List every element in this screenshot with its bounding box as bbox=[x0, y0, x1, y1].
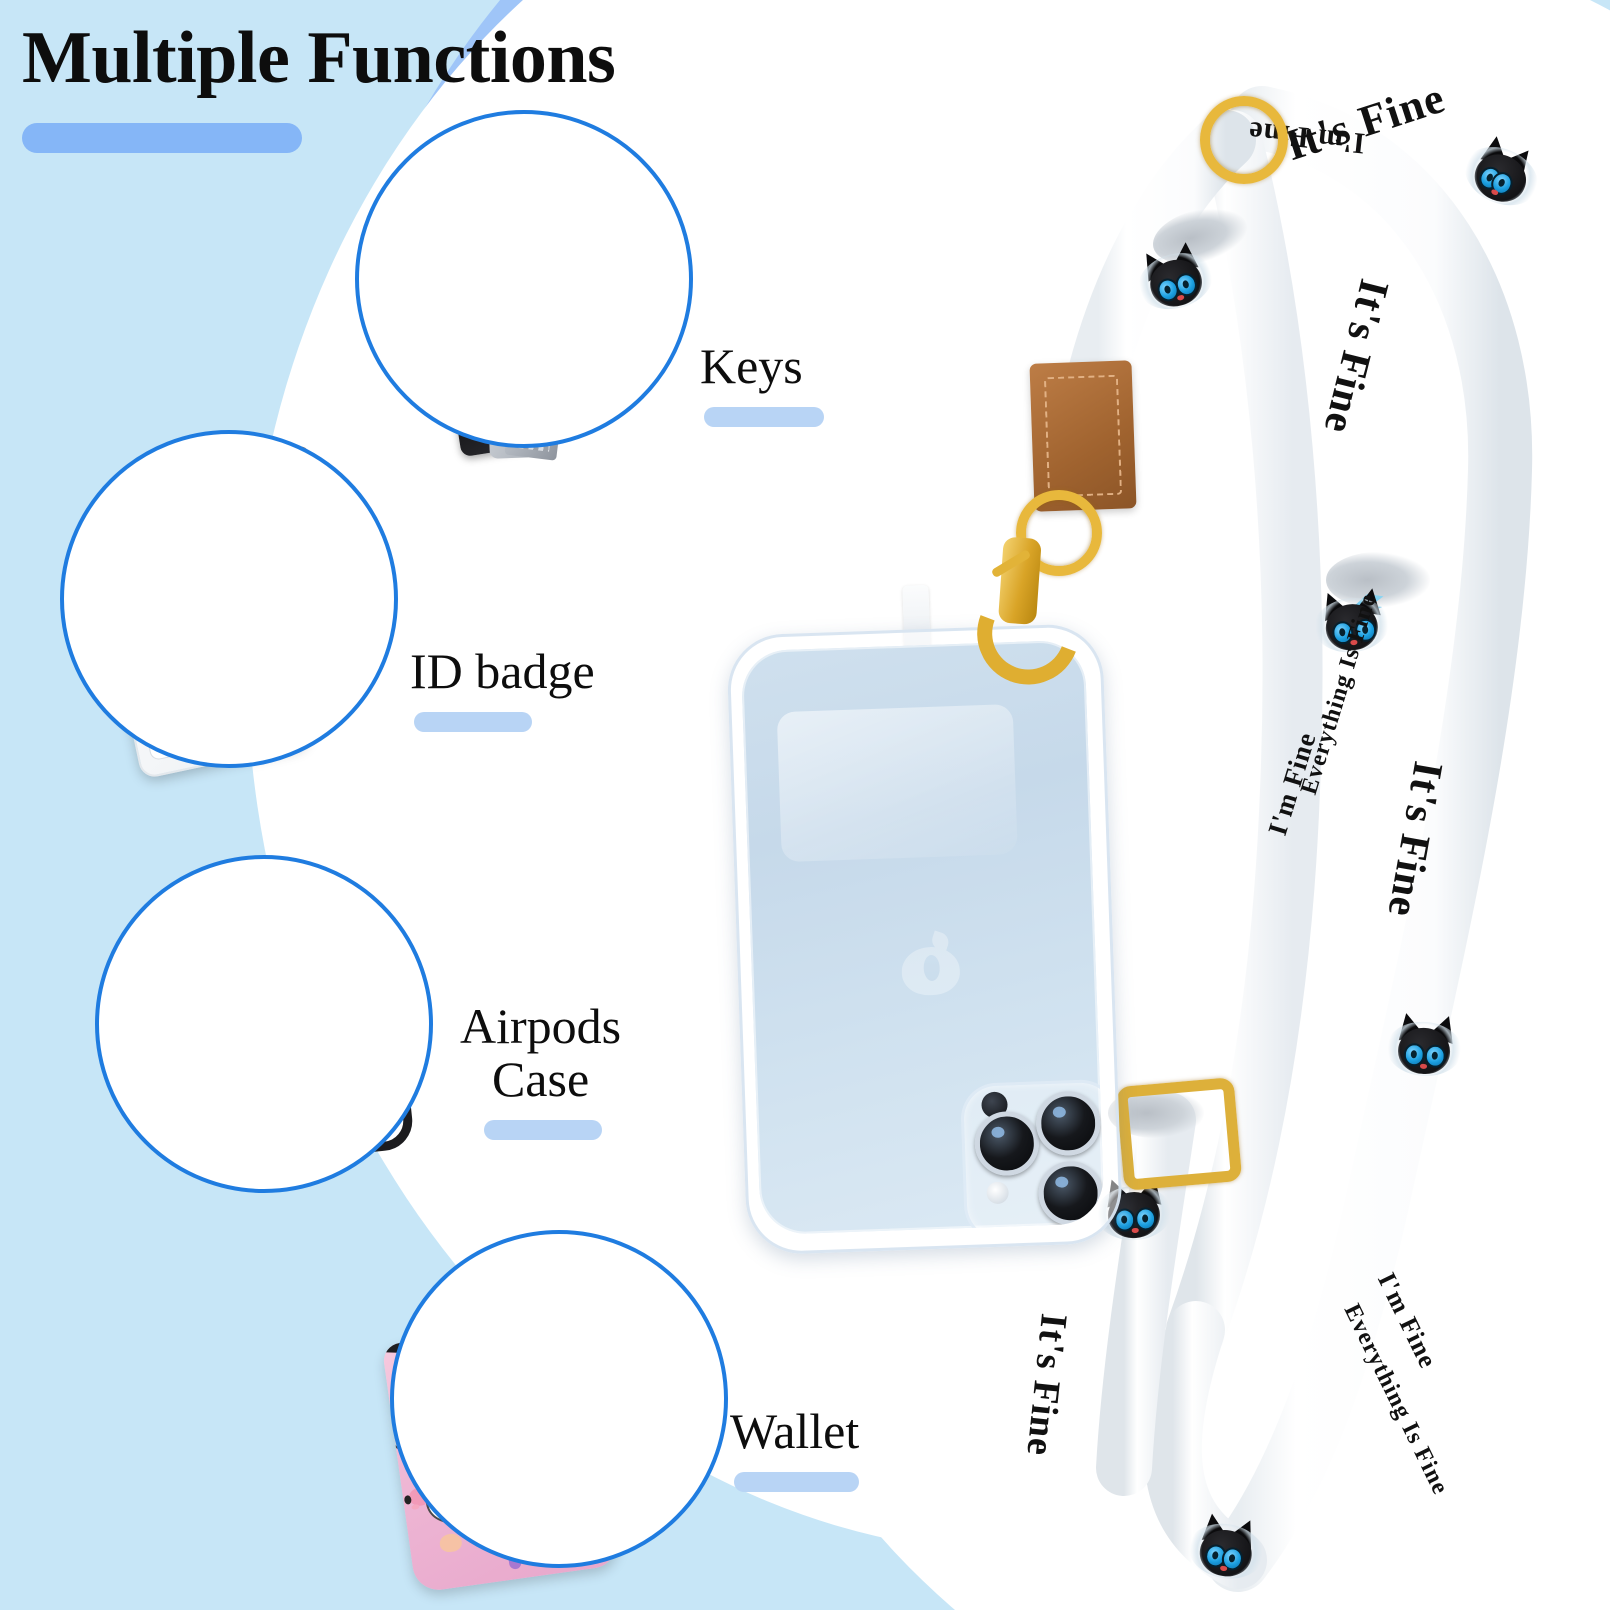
feature-label-keys: Keys bbox=[700, 340, 824, 427]
strap-gold-ring bbox=[1016, 490, 1102, 576]
camera-lens-icon bbox=[1037, 1160, 1104, 1227]
feature-label-id-badge-text: ID badge bbox=[410, 643, 595, 699]
feature-label-wallet-text: Wallet bbox=[730, 1403, 860, 1459]
feature-label-keys-underline bbox=[704, 407, 824, 427]
phone-body bbox=[740, 639, 1105, 1236]
main-lobster-clasp-icon bbox=[960, 517, 1096, 701]
cat-motif-icon bbox=[1384, 1010, 1465, 1093]
camera-lens-icon bbox=[1035, 1090, 1102, 1157]
feature-label-wallet: Wallet bbox=[730, 1405, 859, 1492]
feature-label-airpods-line2: Case bbox=[491, 1051, 590, 1107]
feature-circle-airpods bbox=[95, 855, 433, 1193]
feature-circle-keys bbox=[355, 110, 693, 448]
feature-label-airpods: Airpods Case bbox=[460, 1000, 621, 1140]
cat-motif-icon bbox=[1184, 1511, 1269, 1593]
title-accent-bar bbox=[22, 123, 302, 153]
feature-circle-id-badge bbox=[60, 430, 398, 768]
phone-camera-module bbox=[959, 1078, 1105, 1236]
feature-circle-wallet bbox=[390, 1230, 728, 1568]
apple-logo-icon bbox=[900, 930, 961, 997]
phone-reflection bbox=[776, 704, 1018, 863]
feature-label-keys-text: Keys bbox=[700, 338, 803, 394]
feature-label-airpods-underline bbox=[484, 1120, 602, 1140]
feature-label-wallet-underline bbox=[734, 1472, 859, 1492]
lanyard-slider-adjuster[interactable] bbox=[1115, 1077, 1243, 1191]
camera-lens-icon bbox=[973, 1110, 1040, 1177]
lanyard-top-gold-ring bbox=[1200, 96, 1288, 184]
camera-lidar-icon bbox=[986, 1181, 1009, 1205]
feature-label-airpods-line1: Airpods bbox=[460, 998, 622, 1054]
strap-leather-patch bbox=[1029, 360, 1137, 512]
page-title: Multiple Functions bbox=[22, 17, 616, 99]
feature-label-id-badge: ID badge bbox=[410, 645, 595, 732]
feature-label-id-badge-underline bbox=[414, 712, 532, 732]
